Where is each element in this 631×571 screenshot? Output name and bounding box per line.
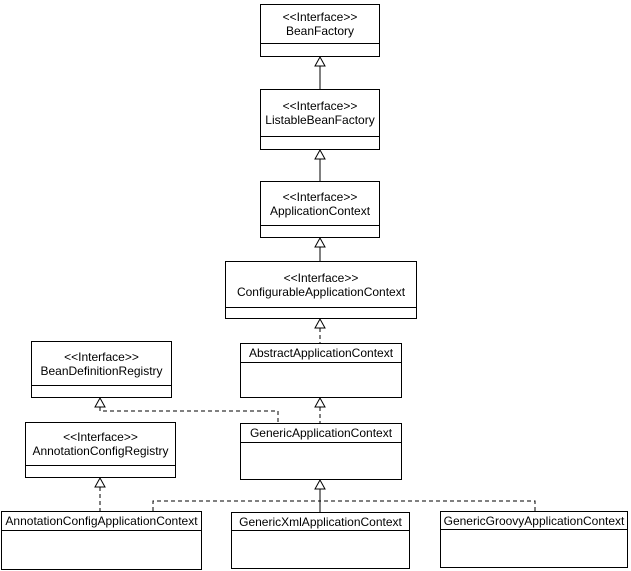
edge-annotationconfigapplicationcontext-extends-genericapplicationcontext [152,500,320,511]
empty-compartment [32,386,171,397]
stereotype-label: <<Interface>> [283,270,359,285]
class-box-beanfactory: <<Interface>> BeanFactory [260,4,380,57]
class-name: GenericGroovyApplicationContext [443,513,625,528]
class-name: AnnotationConfigApplicationContext [5,514,198,528]
edge-configurableapplicationcontext-extends-applicationcontext [314,236,326,261]
class-name: ApplicationContext [269,203,371,218]
class-box-applicationcontext: <<Interface>> ApplicationContext [260,181,380,238]
edge-listablebeanfactory-extends-beanfactory [314,55,326,89]
edge-abstractapplicationcontext-implements-configurableapplicationcontext [314,317,326,343]
stereotype-label: <<Interface>> [63,430,138,444]
empty-compartment [261,226,379,237]
edge-genericapplicationcontext-extends-abstractapplicationcontext [314,396,326,423]
stereotype-label: <<Interface>> [282,99,358,113]
class-box-configurableapplicationcontext: <<Interface>> ConfigurableApplicationCon… [225,261,417,319]
empty-compartment [226,308,416,318]
edge-genericxmlapplicationcontext-extends-genericapplicationcontext [314,478,326,512]
stereotype-label: <<Interface>> [282,189,358,204]
empty-compartment [232,531,409,568]
empty-compartment [441,530,627,567]
class-box-genericxmlapplicationcontext: GenericXmlApplicationContext [231,512,410,569]
class-box-annotationconfigregistry: <<Interface>> AnnotationConfigRegistry [25,422,176,478]
class-name: ConfigurableApplicationContext [236,284,406,299]
stereotype-label: <<Interface>> [64,349,139,364]
empty-compartment [241,363,401,397]
edge-genericapplicationcontext-implements-beandefinitionregistry [94,396,279,423]
empty-compartment [241,443,401,479]
class-box-annotationconfigapplicationcontext: AnnotationConfigApplicationContext [1,511,202,570]
edge-annotationconfigapplicationcontext-implements-annotationconfigregistry [94,476,106,511]
class-name: BeanDefinitionRegistry [40,363,163,378]
class-name: AbstractApplicationContext [248,346,394,360]
class-box-genericgroovyapplicationcontext: GenericGroovyApplicationContext [440,511,628,568]
class-box-beandefinitionregistry: <<Interface>> BeanDefinitionRegistry [31,341,172,398]
edge-applicationcontext-extends-listablebeanfactory [314,148,326,181]
class-name: AnnotationConfigRegistry [32,444,169,458]
empty-compartment [2,531,201,569]
stereotype-label: <<Interface>> [282,10,358,24]
edge-genericgroovyapplicationcontext-extends-genericapplicationcontext [320,500,536,511]
class-box-listablebeanfactory: <<Interface>> ListableBeanFactory [260,89,380,150]
class-name: GenericXmlApplicationContext [239,514,402,529]
class-box-genericapplicationcontext: GenericApplicationContext [240,423,402,480]
class-name: ListableBeanFactory [265,113,375,127]
empty-compartment [261,137,379,149]
class-name: BeanFactory [285,24,355,38]
empty-compartment [26,466,175,477]
empty-compartment [261,44,379,56]
class-name: GenericApplicationContext [249,426,393,440]
class-box-abstractapplicationcontext: AbstractApplicationContext [240,343,402,398]
